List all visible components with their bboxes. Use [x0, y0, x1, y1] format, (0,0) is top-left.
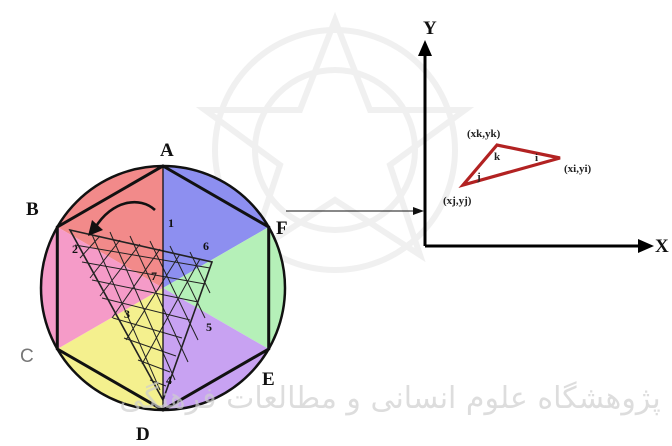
y-axis-arrow-head	[418, 40, 432, 56]
vertex-label-a: A	[160, 140, 174, 161]
element-triangle	[458, 143, 561, 188]
triangle-node-i-label: (xi,yi)	[564, 163, 592, 175]
mesh-number-1: 1	[168, 216, 174, 230]
mesh-number-4: 4	[166, 373, 172, 387]
vertex-label-b: B	[26, 199, 39, 220]
vertex-label-d: D	[136, 424, 150, 445]
triangle-corner-k: k	[494, 151, 501, 163]
connector-arrow	[286, 207, 424, 215]
background-ornament	[195, 11, 475, 273]
y-axis-label: Y	[423, 18, 437, 39]
mesh-number-7: 7	[151, 269, 157, 283]
triangle-node-j-label: (xj,yj)	[443, 195, 472, 207]
mesh-number-3: 3	[124, 307, 130, 321]
watermark-text: پژوهشگاه علوم انسانی و مطالعات فرهنگی	[119, 381, 661, 416]
x-axis-label: X	[655, 236, 669, 257]
mesh-number-5: 5	[206, 320, 212, 334]
sector-right	[163, 227, 286, 349]
vertex-label-e: E	[262, 369, 275, 390]
vertex-label-f: F	[276, 218, 288, 239]
hexagon-circle-diagram	[39, 164, 287, 412]
mesh-number-6: 6	[203, 239, 209, 253]
rotation-arrow-head	[88, 220, 103, 236]
x-axis-arrow-head	[638, 239, 654, 253]
vertex-label-c: C	[20, 346, 34, 367]
triangle-corner-i: i	[535, 152, 538, 164]
triangle-corner-j: j	[476, 171, 481, 183]
coordinate-axes	[418, 40, 654, 253]
mesh-triangle	[68, 228, 214, 402]
mesh-number-2: 2	[72, 242, 78, 256]
triangle-node-k-label: (xk,yk)	[467, 128, 501, 140]
rotation-arrow	[93, 200, 156, 229]
